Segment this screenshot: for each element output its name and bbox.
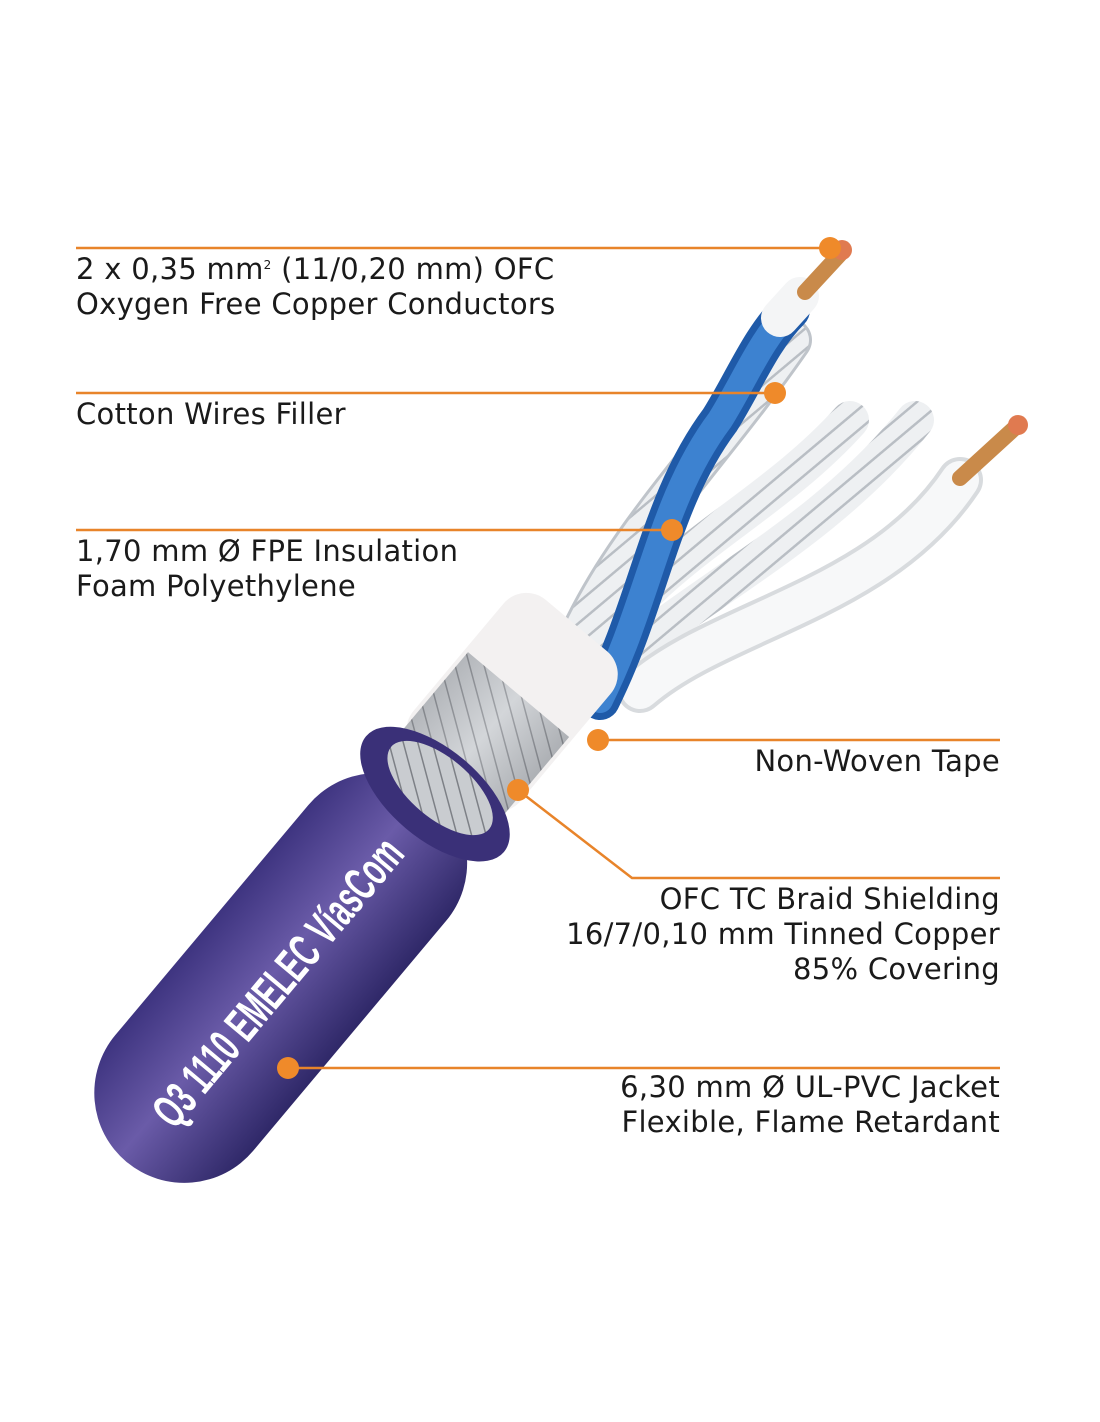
insulation-dot — [661, 519, 683, 541]
callout-jacket: 6,30 mm Ø UL-PVC Jacket Flexible, Flame … — [620, 1070, 1000, 1139]
braid-dot — [507, 779, 529, 801]
callout-insulation: 1,70 mm Ø FPE Insulation Foam Polyethyle… — [76, 534, 459, 603]
jacket-dot — [277, 1057, 299, 1079]
callout-conductors: 2 x 0,35 mm2 (11/0,20 mm) OFC Oxygen Fre… — [76, 252, 556, 321]
white-conductor — [617, 415, 1028, 713]
pvc-jacket — [94, 773, 468, 1183]
conductor-dot — [819, 237, 841, 259]
callout-dots — [277, 237, 841, 1079]
filler-dot — [764, 382, 786, 404]
tape-dot — [587, 729, 609, 751]
callout-braid: OFC TC Braid Shielding 16/7/0,10 mm Tinn… — [566, 882, 1000, 986]
leader-lines — [76, 246, 1000, 1070]
callout-tape: Non-Woven Tape — [754, 744, 1000, 778]
callout-filler: Cotton Wires Filler — [76, 397, 346, 431]
